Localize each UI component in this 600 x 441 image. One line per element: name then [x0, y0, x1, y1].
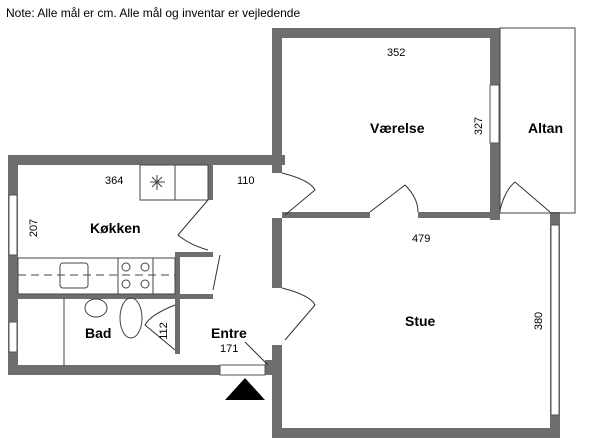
room-label-stue: Stue — [405, 313, 436, 329]
dim-entre: 171 — [220, 343, 239, 355]
dim-stue-width: 479 — [412, 233, 431, 245]
room-label-koekken: Køkken — [90, 220, 141, 236]
toilet-icon — [119, 297, 143, 339]
dim-vaerelse-width: 352 — [387, 47, 406, 59]
sink-icon — [59, 262, 89, 289]
doors — [144, 172, 551, 366]
dim-koekken-width: 364 — [105, 175, 124, 187]
washbasin-icon — [84, 298, 108, 318]
dim-vaerelse-height: 327 — [473, 116, 486, 136]
dim-hall: 110 — [237, 175, 255, 187]
room-label-entre: Entre — [211, 325, 247, 341]
dim-koekken-height: 207 — [28, 218, 41, 238]
kitchen-fixtures — [17, 164, 209, 365]
dim-stue-height: 380 — [533, 311, 546, 331]
dim-bad: 112 — [157, 322, 170, 340]
note-text: Note: Alle mål er cm. Alle mål og invent… — [6, 6, 301, 20]
room-label-bad: Bad — [85, 325, 112, 341]
balcony-outline — [499, 27, 576, 214]
room-label-vaerelse: Værelse — [370, 120, 425, 136]
fan-icon — [150, 175, 165, 190]
windows — [8, 84, 560, 416]
entrance-arrow-icon — [225, 378, 265, 400]
room-label-altan: Altan — [528, 120, 563, 136]
